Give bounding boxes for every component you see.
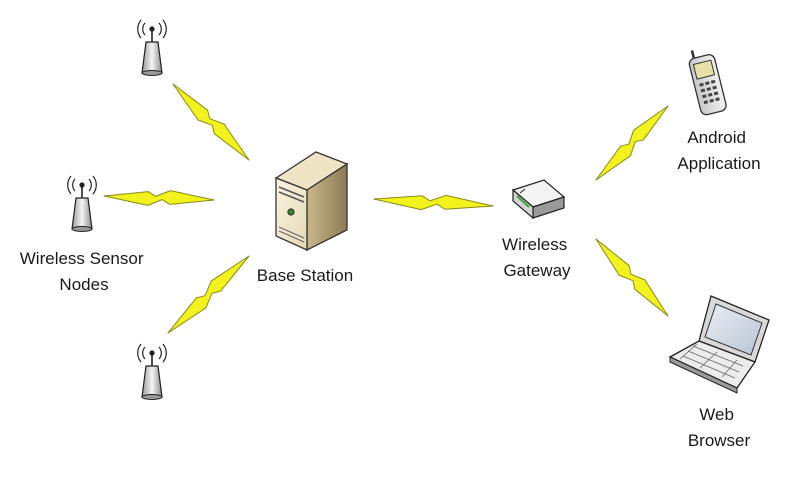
base-station-label: Base Station [257, 266, 353, 285]
sensor-node-top [137, 19, 167, 76]
sensor-node-middle [67, 175, 97, 232]
link-base-gateway [373, 194, 494, 211]
antenna-icon [67, 175, 97, 232]
link-sensor-top-base [172, 83, 250, 161]
wireless-links [103, 83, 669, 334]
antenna-icon [137, 19, 167, 76]
wireless-gateway [511, 179, 566, 220]
link-gateway-browser [595, 238, 669, 317]
sensor-nodes-label: Wireless Sensor Nodes [20, 249, 149, 294]
lightning-bolt-icon [595, 105, 669, 181]
link-sensor-middle-base [103, 190, 215, 206]
android-application [688, 50, 727, 116]
antenna-icon [137, 343, 167, 400]
link-sensor-bottom-base [167, 255, 250, 334]
sensor-node-bottom [137, 343, 167, 400]
link-gateway-android [595, 105, 669, 181]
lightning-bolt-icon [595, 238, 669, 317]
mobile-phone-icon [688, 50, 727, 116]
wireless-gateway-label: Wireless Gateway [502, 235, 572, 280]
lightning-bolt-icon [103, 190, 215, 206]
base-station [274, 151, 349, 252]
server-tower-icon [274, 151, 349, 252]
android-application-label: Android Application [677, 128, 760, 173]
laptop-icon [668, 295, 770, 394]
lightning-bolt-icon [172, 83, 250, 161]
router-icon [511, 179, 566, 220]
web-browser-label: Web Browser [688, 405, 751, 450]
lightning-bolt-icon [373, 194, 494, 211]
web-browser [668, 295, 770, 394]
lightning-bolt-icon [167, 255, 250, 334]
